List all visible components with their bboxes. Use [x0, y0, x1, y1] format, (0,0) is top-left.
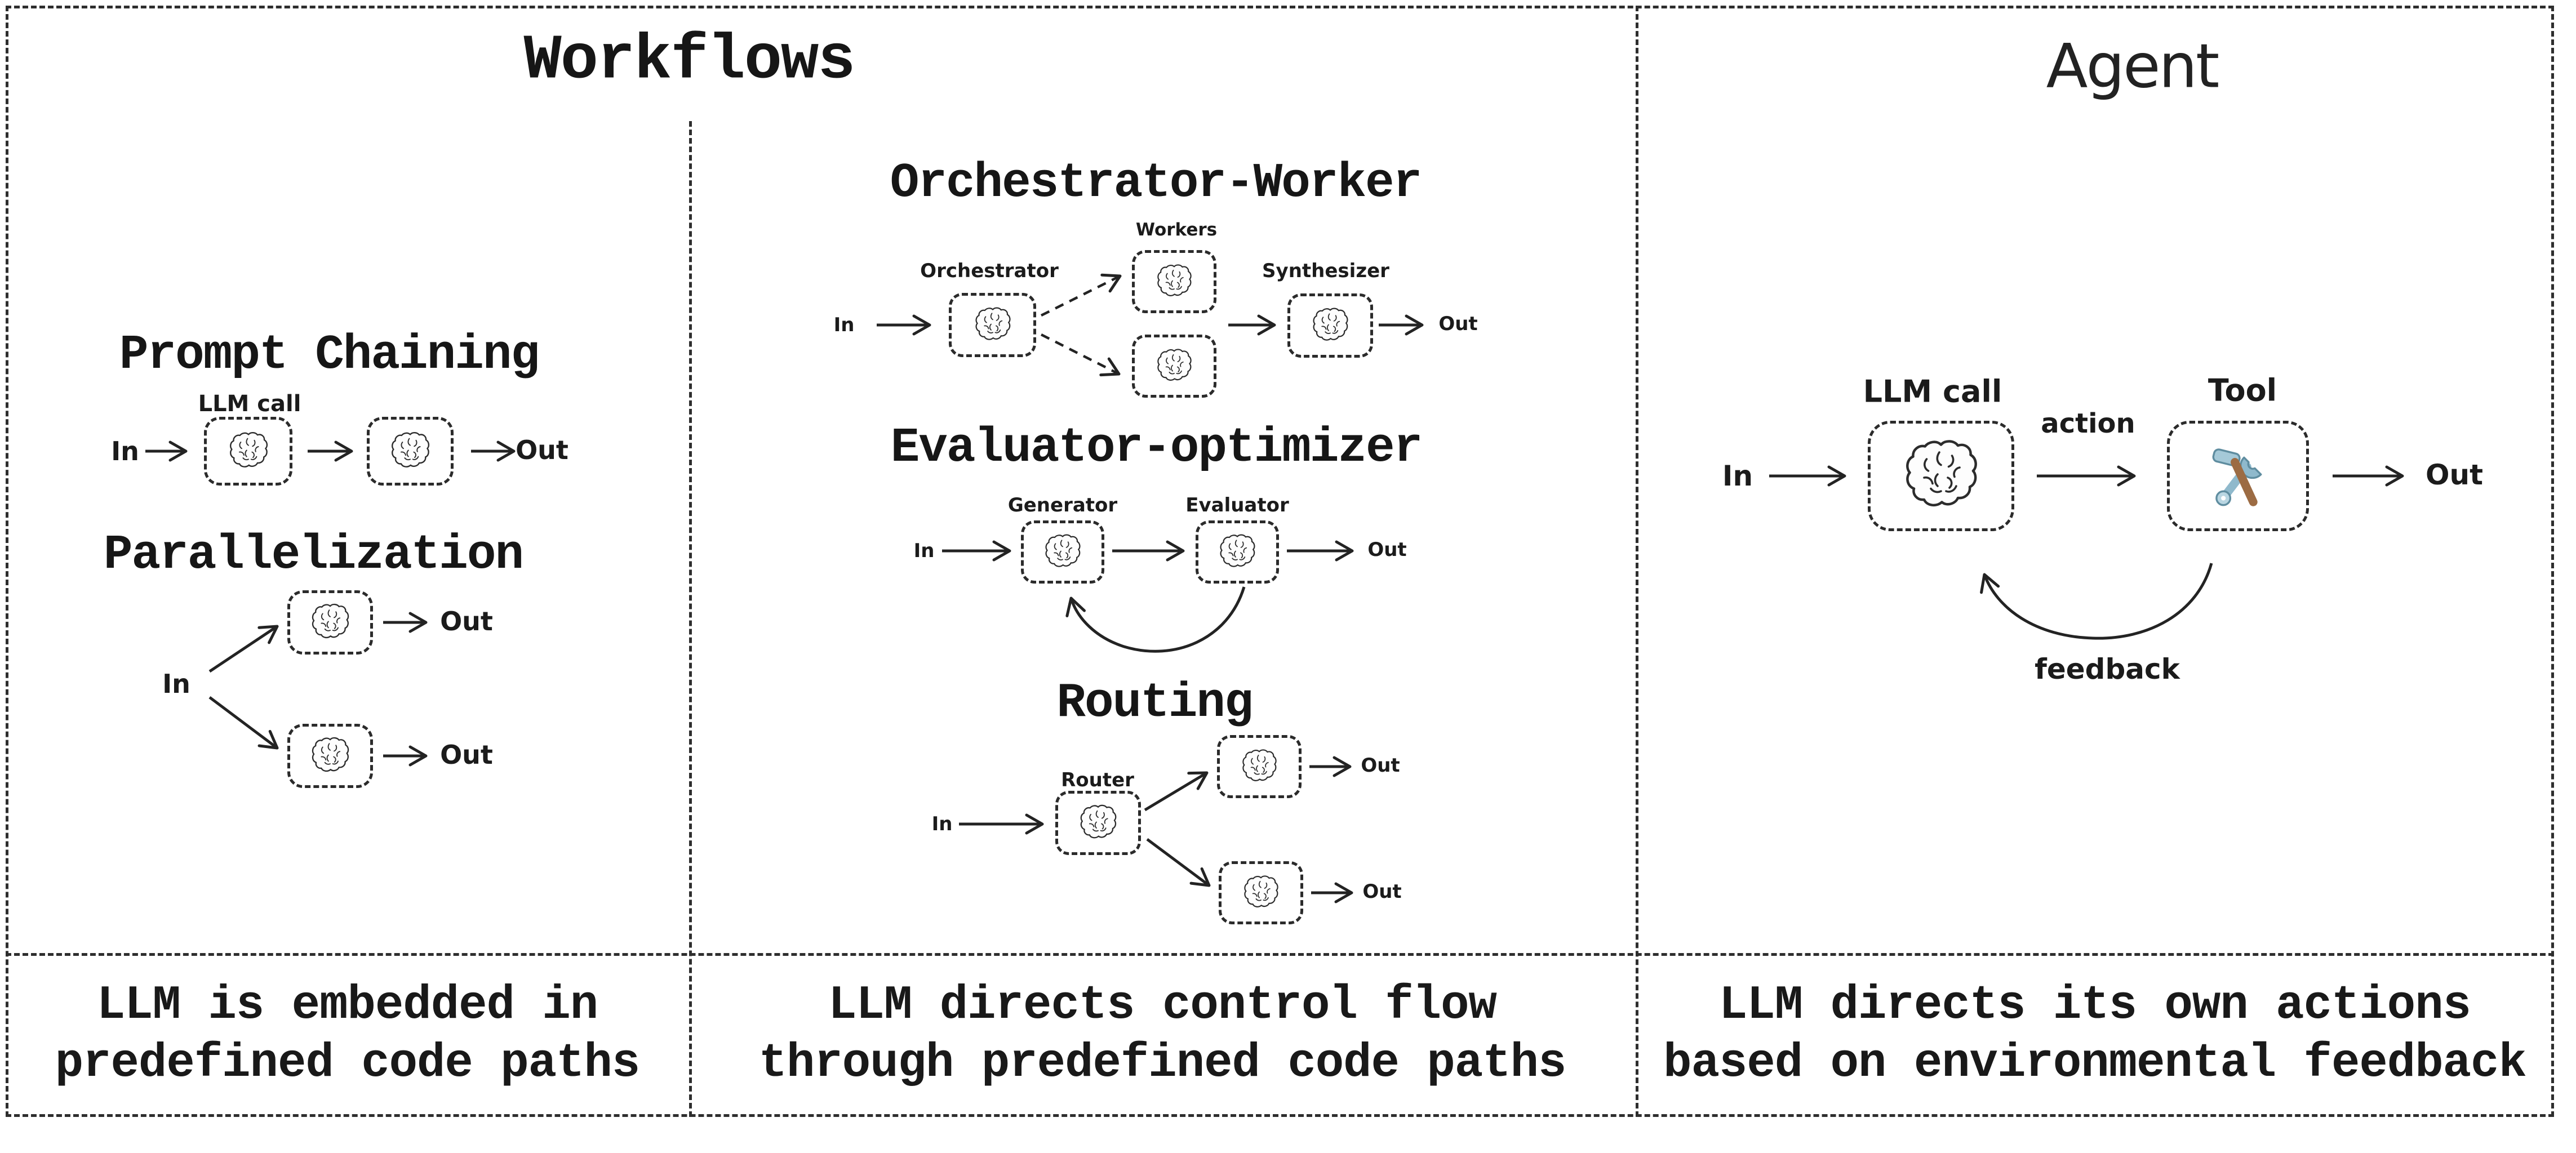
agent-in-label: In	[1722, 460, 1753, 492]
orchestrator-label: Orchestrator	[920, 260, 1059, 282]
brain-icon	[1154, 346, 1194, 386]
caption-line: based on environmental feedback	[1663, 1036, 2527, 1090]
rt-out-bottom-label: Out	[1362, 880, 1402, 903]
caption-workflows-left: LLM is embedded in predefined code paths	[6, 953, 689, 1117]
ow-synthesizer-box	[1287, 293, 1373, 358]
brain-icon	[308, 600, 352, 644]
brain-icon	[1239, 746, 1280, 787]
brain-icon	[1309, 305, 1351, 346]
rt-target-box-bottom	[1219, 861, 1303, 924]
brain-icon	[972, 304, 1014, 346]
ow-worker-box-top	[1132, 250, 1216, 313]
caption-line: predefined code paths	[55, 1036, 641, 1090]
eo-evaluator-box	[1196, 520, 1279, 584]
caption-agent: LLM directs its own actions based on env…	[1636, 953, 2554, 1117]
brain-icon	[226, 429, 271, 474]
column-divider-workflows	[689, 121, 692, 1117]
agent-llm-box	[1868, 421, 2014, 531]
ow-in-label: In	[833, 314, 855, 336]
routing-title: Routing	[1056, 675, 1253, 731]
rt-router-box	[1055, 791, 1141, 855]
agent-llm-call-label: LLM call	[1863, 373, 2002, 409]
eo-in-label: In	[913, 540, 935, 562]
ow-orchestrator-box	[949, 293, 1036, 357]
workflows-title: Workflows	[523, 25, 856, 97]
caption-line: through predefined code paths	[758, 1036, 1567, 1090]
ow-worker-box-bottom	[1132, 335, 1216, 398]
synthesizer-label: Synthesizer	[1262, 260, 1389, 282]
figure-border	[6, 6, 2554, 1117]
orchestrator-worker-title: Orchestrator-Worker	[890, 155, 1423, 211]
agent-title: Agent	[2046, 31, 2220, 102]
agent-tool-box	[2167, 421, 2309, 531]
par-llm-box-top	[287, 590, 373, 655]
brain-icon	[1241, 872, 1281, 913]
evaluator-optimizer-title: Evaluator-optimizer	[890, 420, 1423, 475]
evaluator-label: Evaluator	[1185, 494, 1289, 517]
workers-label: Workers	[1135, 220, 1218, 240]
caption-line: LLM directs control flow	[828, 979, 1497, 1033]
pc-out-label: Out	[516, 435, 569, 465]
llm-call-label: LLM call	[198, 391, 301, 417]
brain-icon	[388, 429, 433, 474]
brain-icon	[1216, 531, 1258, 573]
par-in-label: In	[162, 669, 190, 699]
caption-line: LLM directs its own actions	[1718, 979, 2471, 1033]
caption-workflows-middle: LLM directs control flow through predefi…	[689, 953, 1636, 1117]
par-out-bottom-label: Out	[440, 740, 493, 770]
brain-icon	[1042, 531, 1083, 573]
brain-icon	[308, 734, 352, 778]
agent-action-label: action	[2041, 408, 2135, 439]
brain-icon	[1077, 802, 1120, 844]
ow-out-label: Out	[1438, 313, 1478, 335]
agent-out-label: Out	[2425, 458, 2484, 491]
hammer-wrench-icon	[2200, 438, 2276, 514]
caption-row-divider	[6, 953, 2554, 956]
pc-llm-box-2	[367, 417, 454, 486]
caption-line: LLM is embedded in	[96, 979, 598, 1033]
pc-llm-box-1	[204, 417, 292, 486]
eo-generator-box	[1021, 520, 1104, 584]
rt-out-top-label: Out	[1361, 754, 1400, 777]
par-out-top-label: Out	[440, 606, 493, 636]
brain-icon	[1899, 434, 1983, 518]
prompt-chaining-title: Prompt Chaining	[119, 327, 540, 382]
agent-tool-label: Tool	[2208, 372, 2277, 408]
panel-divider-workflows-agent	[1636, 6, 1638, 1117]
rt-in-label: In	[931, 813, 953, 835]
parallelization-title: Parallelization	[103, 527, 524, 582]
par-llm-box-bottom	[287, 724, 373, 788]
brain-icon	[1154, 261, 1194, 302]
rt-target-box-top	[1217, 735, 1302, 798]
router-label: Router	[1061, 769, 1134, 791]
agent-feedback-label: feedback	[2035, 653, 2180, 685]
pc-in-label: In	[111, 436, 139, 466]
generator-label: Generator	[1007, 494, 1118, 517]
eo-out-label: Out	[1367, 538, 1407, 561]
